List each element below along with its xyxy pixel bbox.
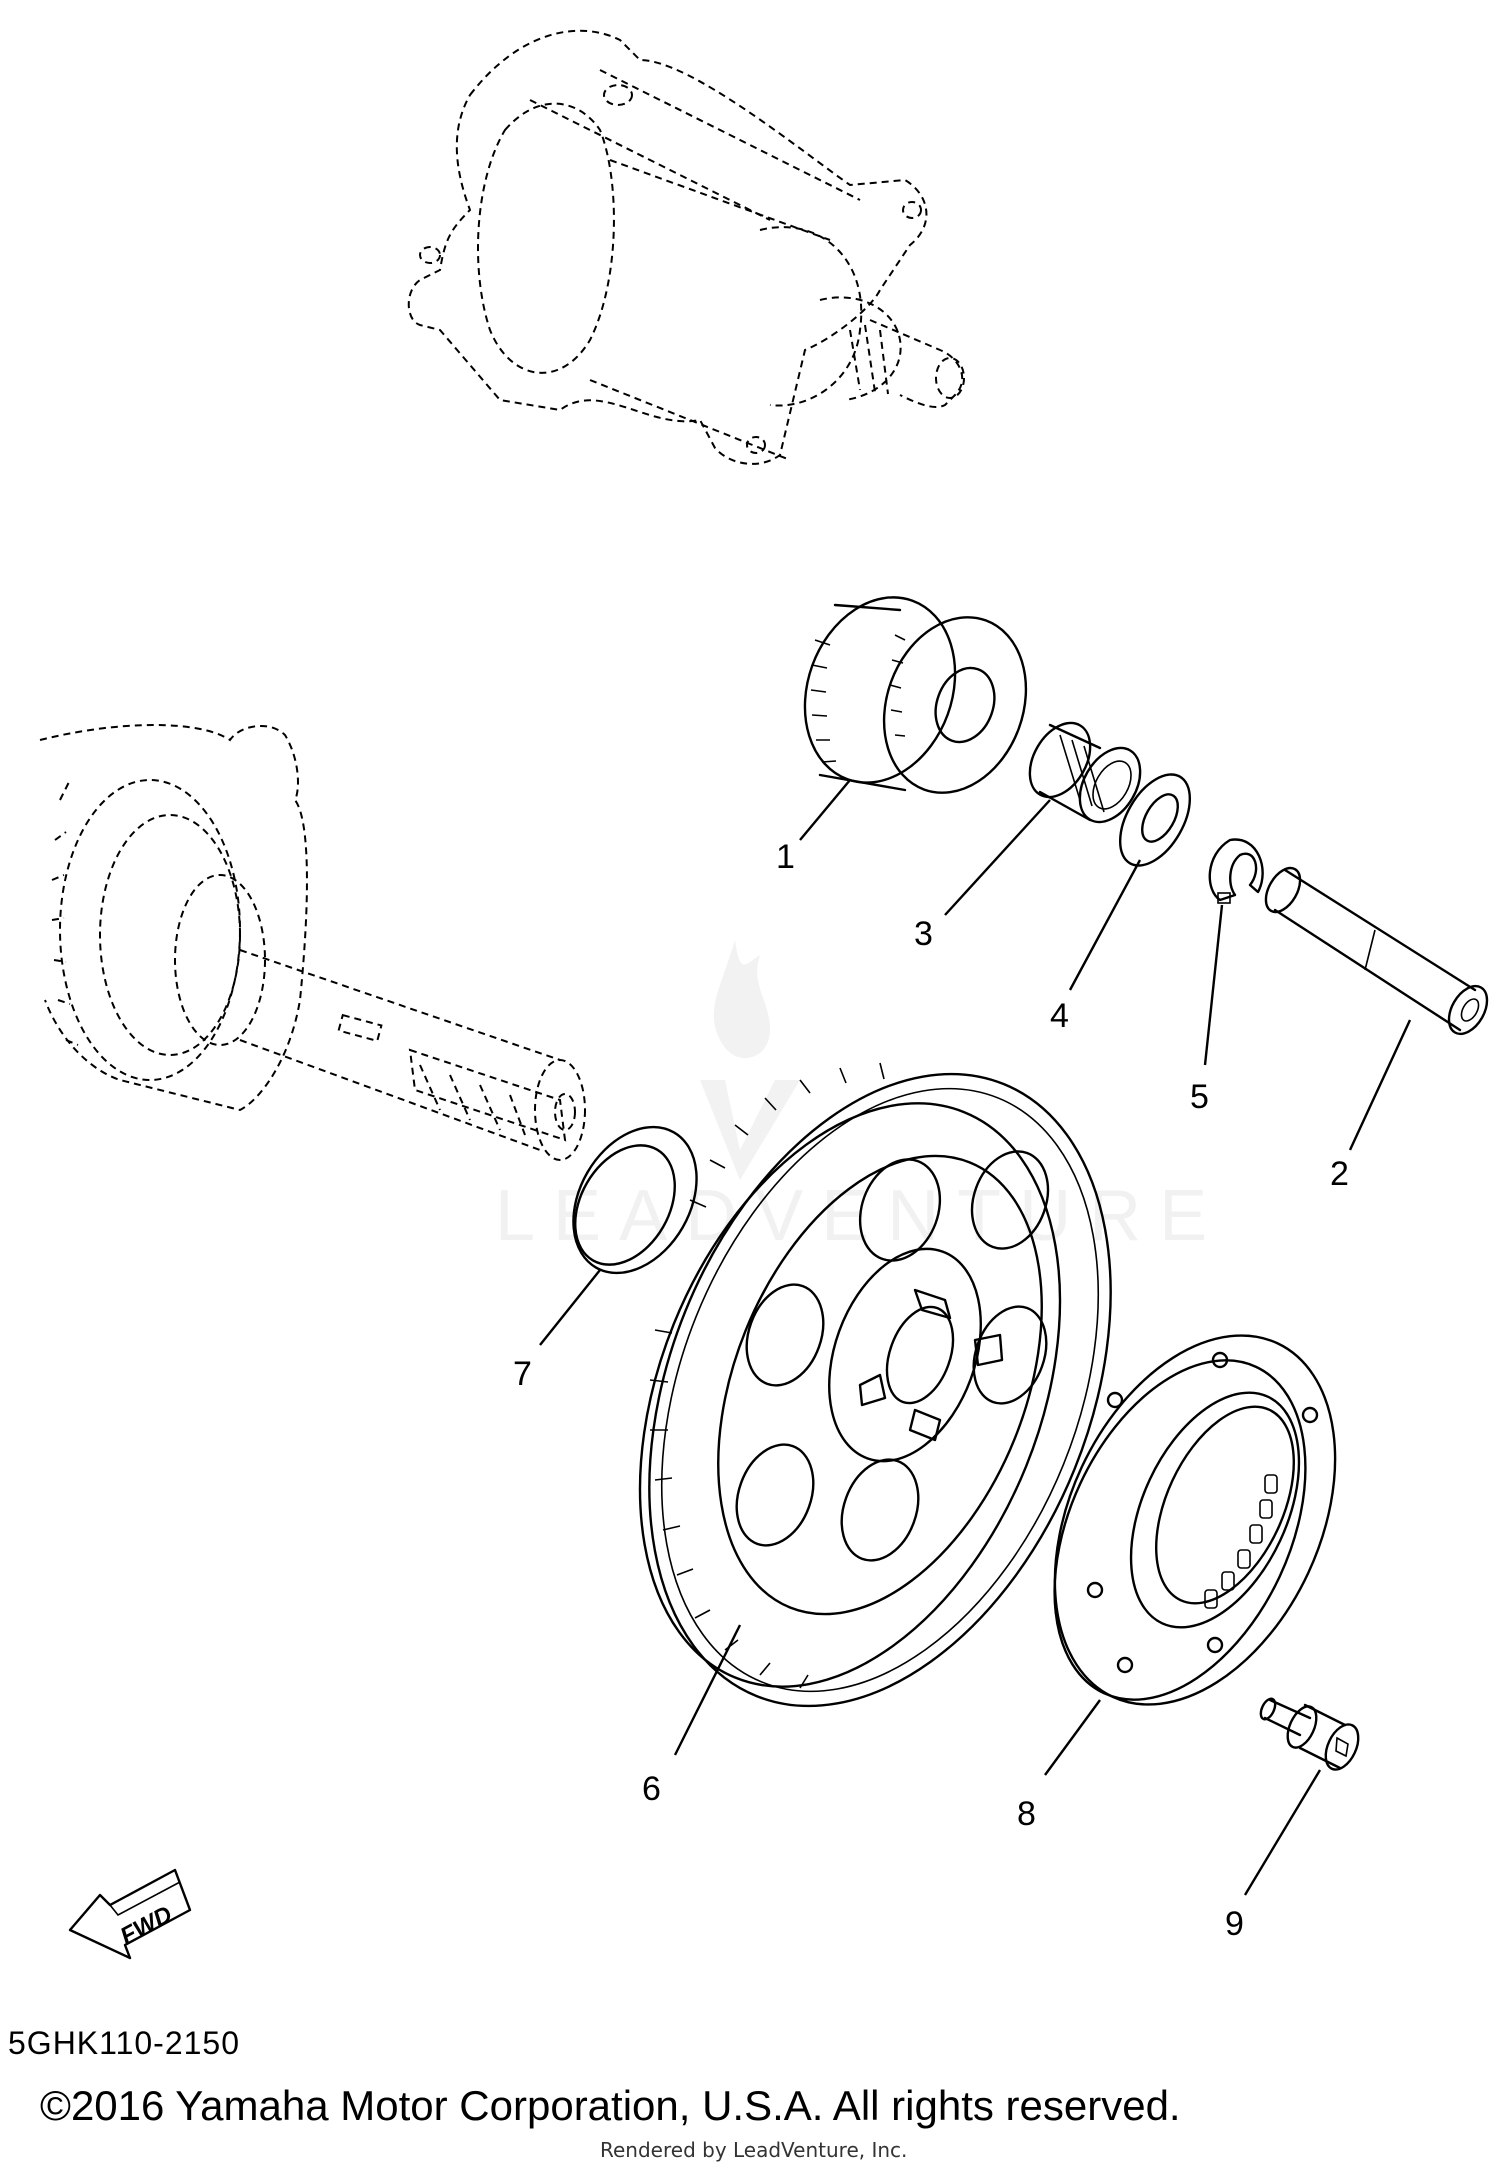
copyright-notice: ©2016 Yamaha Motor Corporation, U.S.A. A… [40, 2082, 1181, 2129]
fwd-label: FWD [116, 1901, 177, 1950]
leader-lines [539, 779, 1412, 1896]
callout-3: 3 [914, 915, 933, 953]
callout-2: 2 [1330, 1155, 1349, 1193]
rendered-by-credit: Rendered by LeadVenture, Inc. [600, 2138, 908, 2162]
callout-8: 8 [1017, 1795, 1036, 1833]
part-4-washer [1118, 773, 1192, 867]
callout-9: 9 [1225, 1905, 1244, 1943]
part-1-idle-gear [803, 596, 1028, 794]
part-3-needle-bearing [1028, 721, 1142, 824]
part-7-washer [572, 1125, 698, 1275]
callout-4: 4 [1050, 997, 1069, 1035]
fwd-arrow-icon: FWD [68, 1868, 192, 1960]
drawing-code: 5GHK110-2150 [8, 2025, 240, 2061]
part-9-bolt [1259, 1697, 1360, 1771]
starter-motor [407, 29, 965, 465]
part-2-shaft [1264, 866, 1489, 1036]
callout-5: 5 [1190, 1078, 1209, 1116]
callout-7: 7 [513, 1355, 532, 1393]
part-6-starter-wheel-gear [638, 1062, 1112, 1708]
crankshaft-assembly [39, 724, 586, 1161]
callout-1: 1 [776, 838, 795, 876]
callout-labels: 1 3 4 5 2 7 6 8 9 [513, 838, 1349, 1943]
callout-6: 6 [642, 1770, 661, 1808]
part-5-circlip [1208, 838, 1264, 904]
part-8-one-way-clutch [1053, 1334, 1337, 1706]
